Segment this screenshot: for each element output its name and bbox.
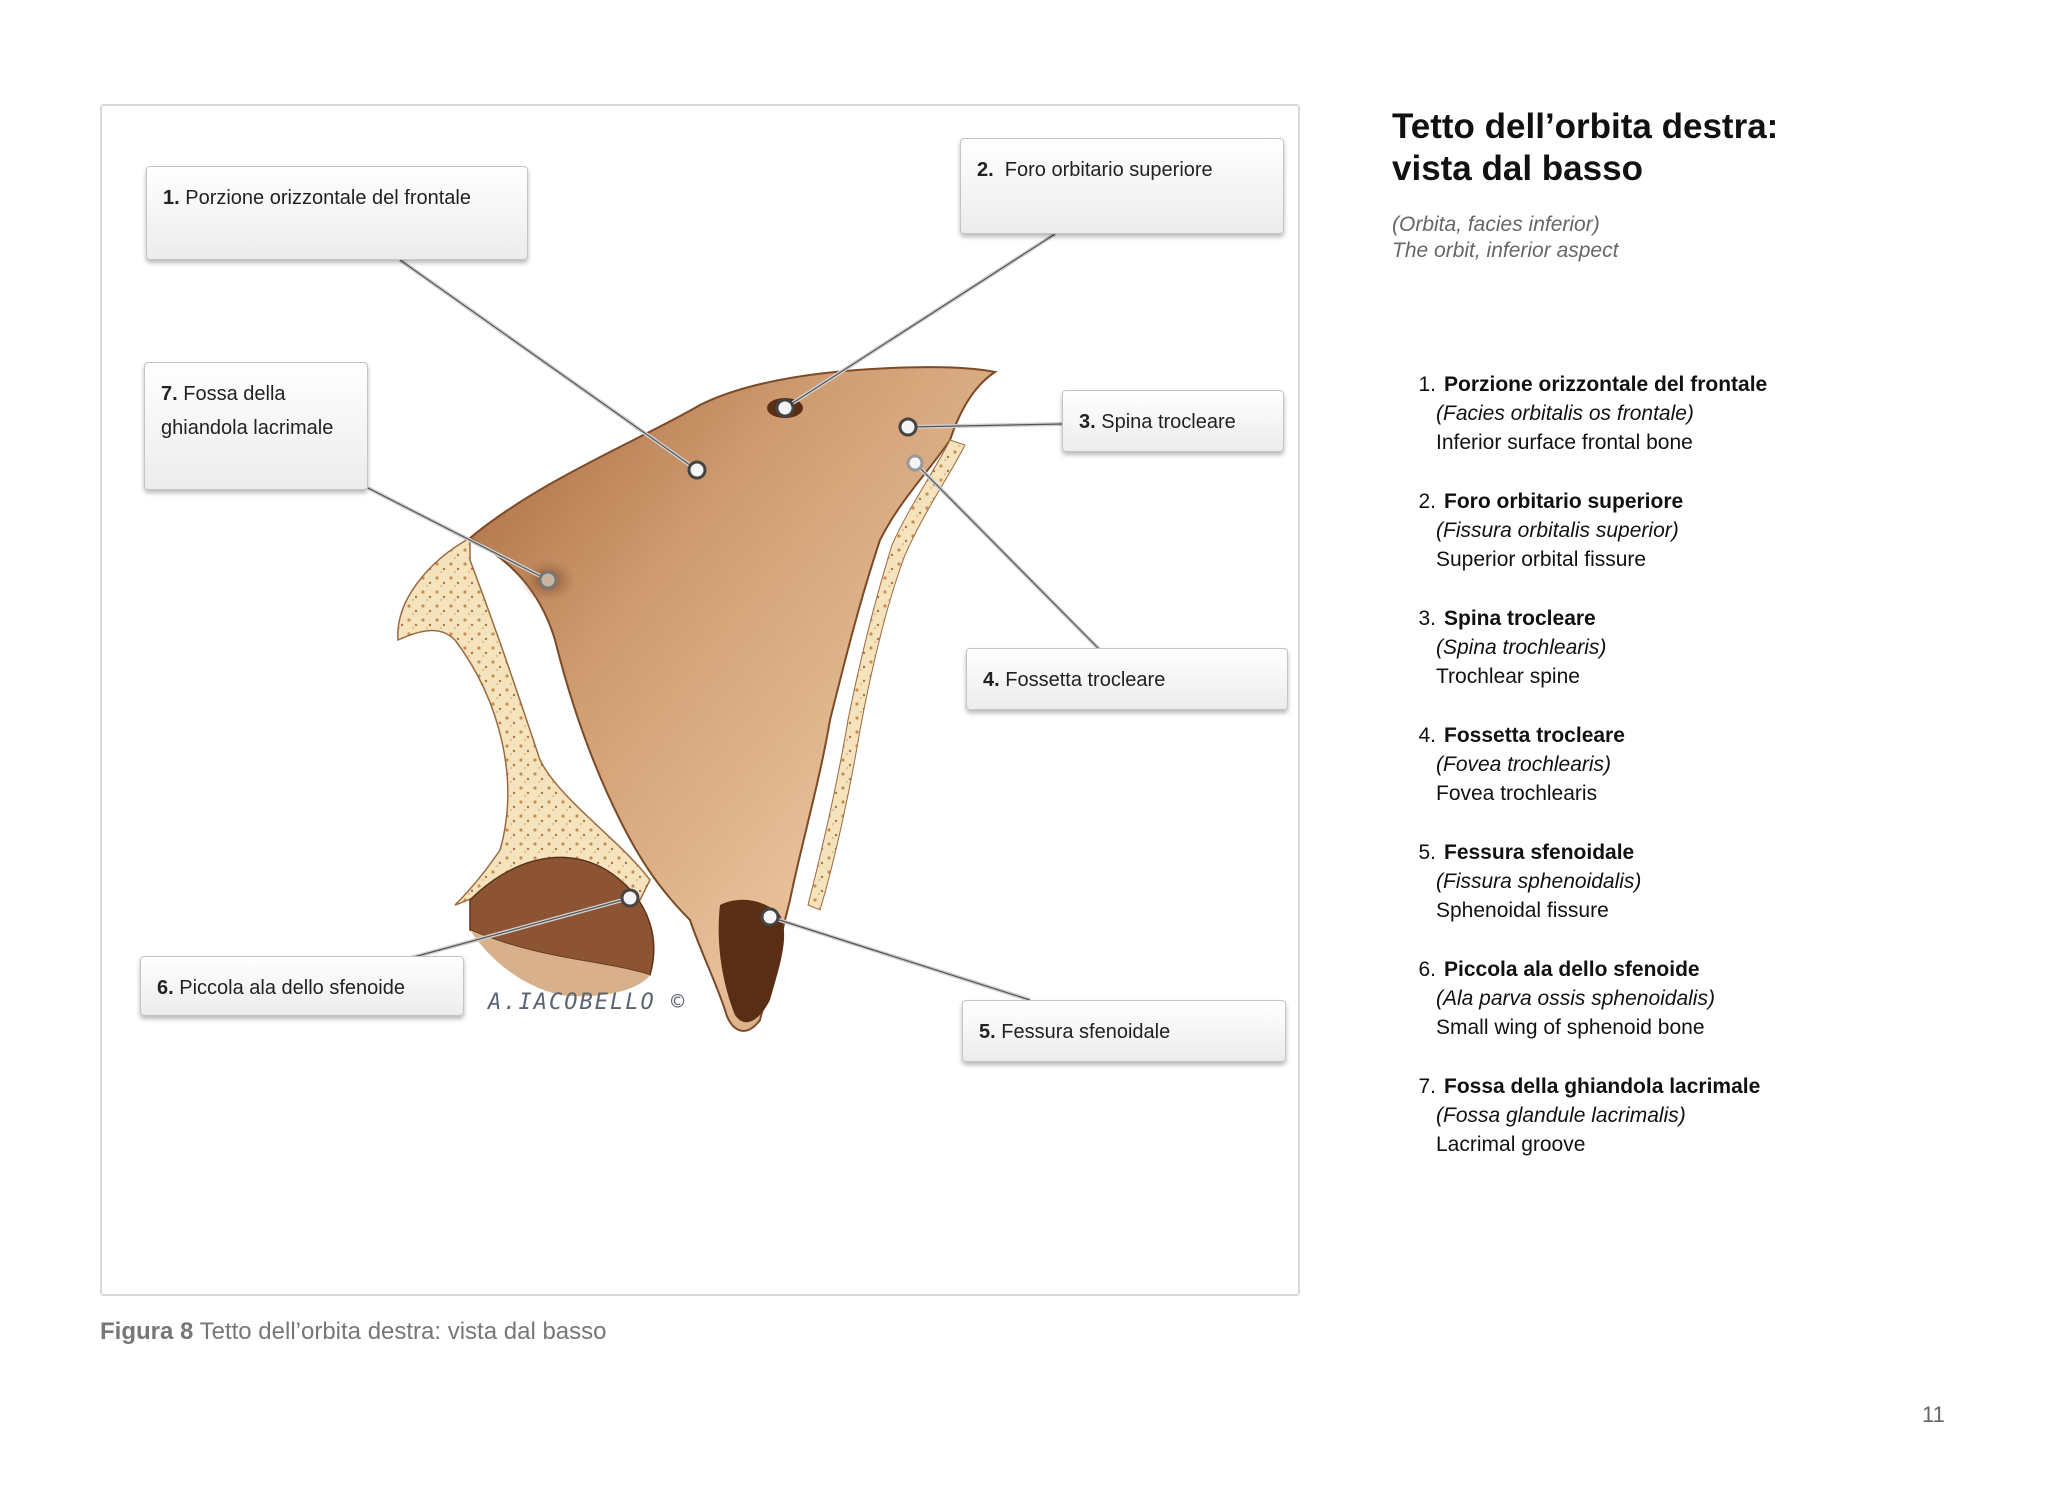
legend-latin: (Fovea trochlearis) xyxy=(1436,753,1612,776)
page-title: Tetto dell’orbita destra: vista dal bass… xyxy=(1392,107,1779,188)
label-number: 4. xyxy=(983,669,1000,691)
sphenoidal-fissure-shape xyxy=(718,899,785,1023)
label-text: Fossa della xyxy=(177,383,286,405)
legend-latin: (Fissura sphenoidalis) xyxy=(1436,870,1642,893)
legend-name: Fessura sfenoidale xyxy=(1444,841,1635,864)
legend-item: 7. Fossa della ghiandola lacrimale (Fossa… xyxy=(1400,1072,1960,1159)
page-subtitle: (Orbita, facies inferior) The orbit, inf… xyxy=(1392,212,1618,264)
legend-item: 6. Piccola ala dello sfenoide (Ala parva … xyxy=(1400,955,1960,1042)
label-3-trochlear-spine: 3. Spina trocleare xyxy=(1062,390,1284,452)
label-4-trochlear-fovea: 4. Fossetta trocleare xyxy=(966,648,1288,710)
legend-name: Spina trocleare xyxy=(1444,607,1596,630)
legend-english: Superior orbital fissure xyxy=(1436,548,1647,571)
legend-english: Small wing of sphenoid bone xyxy=(1436,1016,1705,1039)
legend-name: Foro orbitario superiore xyxy=(1444,490,1684,513)
artist-signature: A.IACOBELLO © xyxy=(488,990,687,1015)
legend-english: Sphenoidal fissure xyxy=(1436,899,1609,922)
legend-name: Fossa della ghiandola lacrimale xyxy=(1444,1075,1761,1098)
label-2-superior-orbital-foramen: 2. Foro orbitario superiore xyxy=(960,138,1284,234)
caption-text: Tetto dell’orbita destra: vista dal bass… xyxy=(193,1318,607,1345)
label-text: Fossetta trocleare xyxy=(999,669,1166,691)
legend-number: 3. xyxy=(1418,607,1436,630)
label-1-horizontal-frontal: 1. Porzione orizzontale del frontale xyxy=(146,166,528,260)
label-5-sphenoidal-fissure: 5. Fessura sfenoidale xyxy=(962,1000,1286,1062)
orbital-roof-bone xyxy=(468,366,998,1032)
label-7-lacrimal-fossa: 7. Fossa della ghiandola lacrimale xyxy=(144,362,368,490)
legend-number: 2. xyxy=(1418,490,1436,513)
label-number: 7. xyxy=(161,383,178,405)
label-text: Piccola ala dello sfenoide xyxy=(173,977,405,999)
legend-name: Fossetta trocleare xyxy=(1444,724,1625,747)
label-text-line2: ghiandola lacrimale xyxy=(161,417,334,439)
legend-item: 2. Foro orbitario superiore (Fissura orbi… xyxy=(1400,487,1960,574)
legend-latin: (Fissura orbitalis superior) xyxy=(1436,519,1679,542)
legend-latin: (Fossa glandule lacrimalis) xyxy=(1436,1104,1686,1127)
legend-item: 4. Fossetta trocleare (Fovea trochlearis)… xyxy=(1400,721,1960,808)
legend-item: 5. Fessura sfenoidale (Fissura sphenoidal… xyxy=(1400,838,1960,925)
subtitle-english: The orbit, inferior aspect xyxy=(1392,239,1619,262)
spongy-bone-edge xyxy=(807,439,966,911)
legend-number: 4. xyxy=(1418,724,1436,747)
orbit-roof-illustration xyxy=(367,232,1102,1032)
legend-item: 3. Spina trocleare (Spina trochlearis) Tr… xyxy=(1400,604,1960,691)
legend-list: 1. Porzione orizzontale del frontale (Fac… xyxy=(1400,370,1960,1189)
spongy-bone-rim xyxy=(397,536,651,906)
figure-caption: Figura 8 Tetto dell’orbita destra: vista… xyxy=(100,1318,606,1346)
label-number: 6. xyxy=(157,977,174,999)
page-number: 11 xyxy=(1922,1402,1945,1427)
legend-english: Trochlear spine xyxy=(1436,665,1580,688)
legend-english: Inferior surface frontal bone xyxy=(1436,431,1693,454)
pointer-rings xyxy=(538,398,924,927)
lesser-wing-underside xyxy=(470,930,650,997)
legend-latin: (Facies orbitalis os frontale) xyxy=(1436,402,1694,425)
label-text: Fessura sfenoidale xyxy=(995,1021,1171,1043)
caption-prefix: Figura 8 xyxy=(100,1318,194,1345)
legend-latin: (Ala parva ossis sphenoidalis) xyxy=(1436,987,1715,1010)
legend-english: Fovea trochlearis xyxy=(1436,782,1598,805)
label-number: 3. xyxy=(1079,411,1096,433)
legend-name: Piccola ala dello sfenoide xyxy=(1444,958,1700,981)
label-6-lesser-wing: 6. Piccola ala dello sfenoide xyxy=(140,956,464,1016)
legend-latin: (Spina trochlearis) xyxy=(1436,636,1607,659)
label-number: 5. xyxy=(979,1021,996,1043)
legend-name: Porzione orizzontale del frontale xyxy=(1444,373,1768,396)
legend-item: 1. Porzione orizzontale del frontale (Fac… xyxy=(1400,370,1960,457)
label-text: Spina trocleare xyxy=(1095,411,1236,433)
legend-number: 5. xyxy=(1418,841,1436,864)
subtitle-latin: (Orbita, facies inferior) xyxy=(1392,213,1600,236)
legend-number: 1. xyxy=(1418,373,1436,396)
label-text: Foro orbitario superiore xyxy=(993,159,1213,181)
label-number: 2. xyxy=(977,159,994,181)
legend-english: Lacrimal groove xyxy=(1436,1133,1586,1156)
legend-number: 6. xyxy=(1418,958,1436,981)
label-text: Porzione orizzontale del frontale xyxy=(179,187,471,209)
legend-number: 7. xyxy=(1418,1075,1436,1098)
label-number: 1. xyxy=(163,187,180,209)
